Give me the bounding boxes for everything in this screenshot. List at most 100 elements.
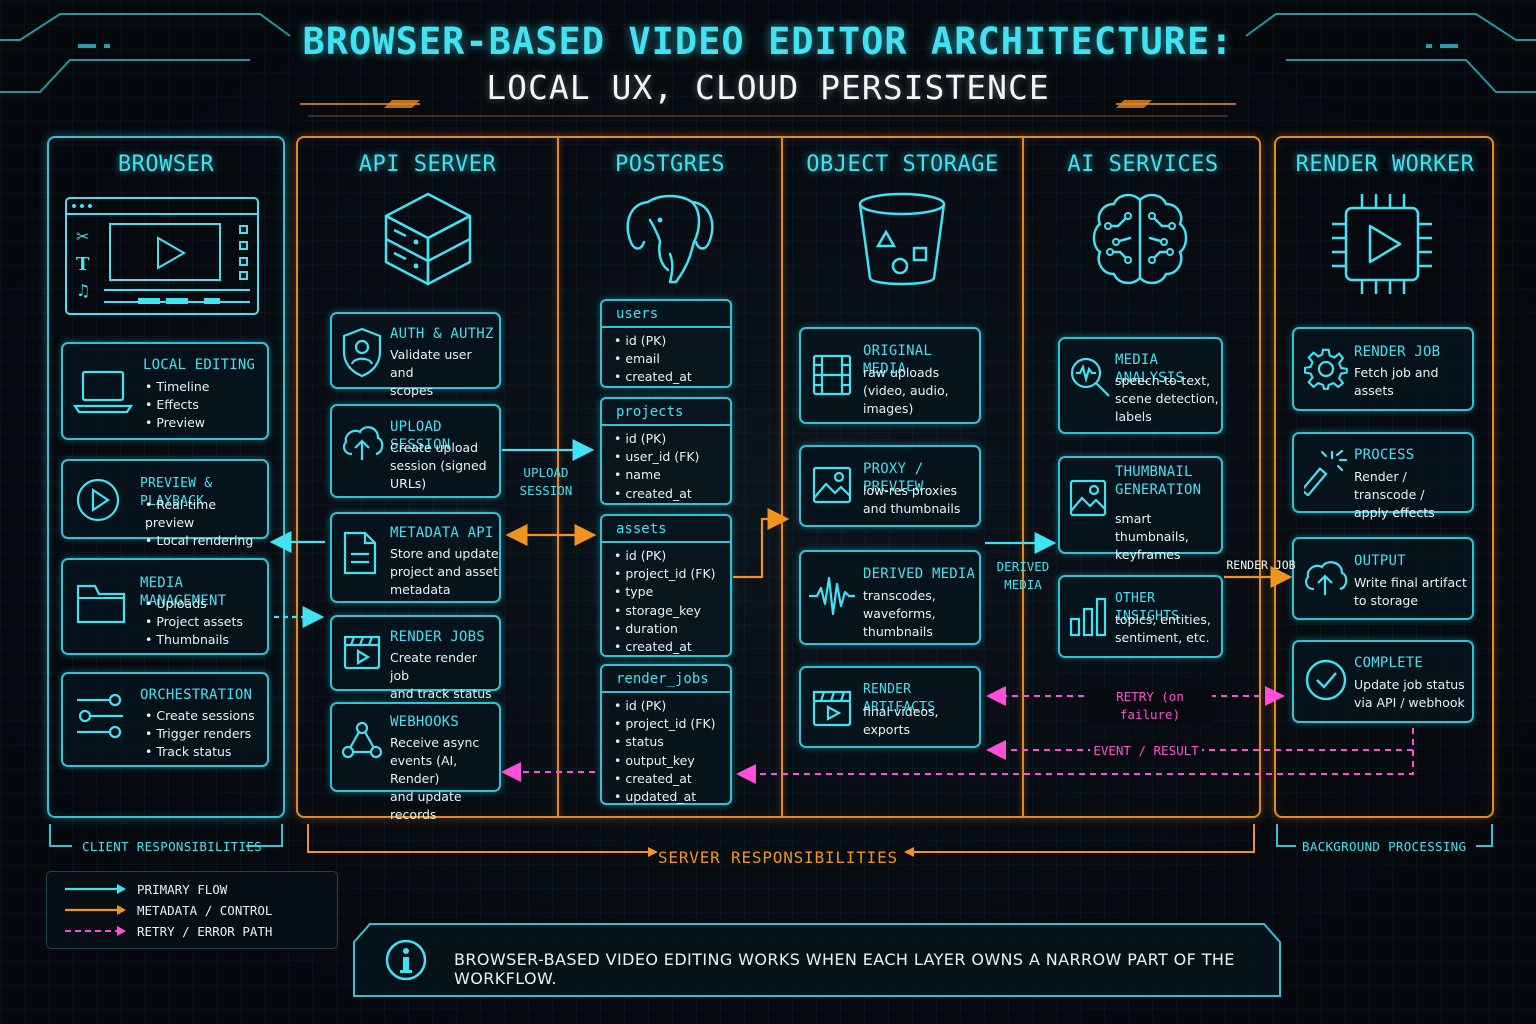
card-title: RENDER JOBS [390, 629, 485, 645]
card-description: topics, entities, sentiment, etc. [1115, 612, 1211, 645]
render-worker-column [1274, 136, 1494, 818]
image-icon [812, 466, 852, 504]
table-users: users id (PK) email created_at [600, 299, 732, 388]
browser-column [47, 136, 285, 818]
card-proxy-preview: PROXY / PREVIEW low-res proxies and thum… [799, 445, 981, 527]
card-description: raw uploads (video, audio, images) [863, 365, 949, 416]
column-title-object-storage: OBJECT STORAGE [806, 152, 999, 177]
card-metadata-api: METADATA API Store and update project an… [330, 512, 501, 603]
card-title: RENDER JOB [1354, 344, 1441, 360]
card-description: Fetch job and assets [1354, 365, 1439, 398]
folder-icon [76, 584, 126, 624]
flow-label-upload-session: UPLOAD SESSION [519, 465, 573, 498]
card-process: PROCESS Render / transcode / apply effec… [1292, 432, 1474, 520]
table-field: storage_key [614, 602, 730, 620]
card-description: low-res proxies and thumbnails [863, 483, 961, 516]
card-webhooks: WEBHOOKS Receive async events (AI, Rende… [330, 702, 501, 822]
card-title: WEBHOOKS [390, 714, 460, 730]
table-field: id (PK) [614, 430, 730, 448]
title-line-1: BROWSER-BASED VIDEO EDITOR ARCHITECTURE: [302, 20, 1234, 63]
table-field: created_at [614, 770, 730, 788]
card-description: • Timeline • Effects • Preview [145, 379, 210, 430]
magic-wand-icon [1304, 449, 1348, 496]
card-auth-authz: AUTH & AUTHZ Validate user and scopes [330, 312, 501, 398]
table-field: type [614, 583, 730, 601]
card-title: RENDER ARTIFACTS [863, 682, 936, 715]
card-description: • Real-time preview • Local rendering [145, 497, 254, 548]
play-circle-icon [76, 478, 120, 522]
card-derived-media: DERIVED MEDIA transcodes, waveforms, thu… [799, 550, 981, 645]
table-field: name [614, 466, 730, 484]
card-media-analysis: MEDIA ANALYSIS speech-to-text, scene det… [1058, 337, 1223, 434]
table-name: render_jobs [602, 666, 730, 693]
card-title: MEDIA MANAGEMENT [140, 575, 227, 609]
legend-swatch-primary [65, 884, 126, 894]
card-other-insights: OTHER INSIGHTS topics, entities, sentime… [1058, 575, 1223, 658]
shield-user-icon [342, 327, 382, 378]
table-assets: assets id (PK) project_id (FK) type stor… [600, 514, 732, 657]
legend-primary-flow: PRIMARY FLOW [63, 880, 227, 898]
legend-swatch-metadata [65, 905, 126, 915]
info-icon [385, 939, 427, 981]
card-title: PROXY / PREVIEW [863, 461, 924, 495]
svg-text:♫: ♫ [76, 281, 90, 300]
legend-label: PRIMARY FLOW [137, 881, 228, 897]
card-title: OTHER INSIGHTS [1115, 591, 1180, 624]
flow-label-event-result: EVENT / RESULT [1090, 742, 1202, 760]
magnifier-waveform-icon [1070, 357, 1110, 397]
card-description: Update job status via API / webhook [1354, 677, 1465, 710]
flow-label-derived-media: DERIVED MEDIA [996, 559, 1050, 592]
bar-chart-icon [1069, 597, 1107, 637]
column-title-browser: BROWSER [117, 152, 215, 177]
svg-text:T: T [76, 254, 90, 275]
table-field: created_at [614, 368, 730, 386]
cloud-upload-icon [342, 426, 384, 460]
card-orchestration: ORCHESTRATION • Create sessions • Trigge… [61, 672, 269, 767]
table-field: email [614, 350, 730, 368]
card-title: PROCESS [1354, 447, 1415, 463]
card-description: speech-to-text, scene detection, labels [1115, 373, 1219, 424]
card-description: final videos, exports [863, 704, 939, 737]
waveform-icon [809, 576, 855, 616]
film-strip-icon [812, 354, 852, 396]
checkmark-circle-icon [1305, 659, 1347, 701]
card-description: Render / transcode / apply effects [1354, 469, 1435, 520]
info-banner: BROWSER-BASED VIDEO EDITING WORKS WHEN E… [352, 922, 1282, 998]
server-cube-icon [384, 192, 472, 286]
render-chip-icon [1332, 194, 1432, 294]
card-description: Store and update project and asset metad… [390, 546, 499, 597]
cloud-upload-icon [1304, 561, 1348, 595]
card-title: LOCAL EDITING [143, 357, 256, 373]
card-title: COMPLETE [1354, 655, 1424, 671]
card-title: OUTPUT [1354, 553, 1406, 569]
brain-circuit-icon [1092, 193, 1188, 285]
table-projects: projects id (PK) user_id (FK) name creat… [600, 397, 732, 505]
card-thumbnail-generation: THUMBNAIL GENERATION smart thumbnails, k… [1058, 456, 1223, 562]
legend-label: METADATA / CONTROL [137, 902, 273, 918]
footer-background-processing: BACKGROUND PROCESSING [1302, 839, 1467, 854]
image-icon [1069, 479, 1107, 517]
card-title: MEDIA ANALYSIS [1115, 352, 1185, 386]
card-complete: COMPLETE Update job status via API / web… [1292, 640, 1474, 723]
svg-text:✂: ✂ [76, 227, 89, 246]
webhook-icon [341, 721, 383, 759]
table-name: users [602, 301, 730, 328]
document-icon [343, 531, 377, 575]
table-field: project_id (FK) [614, 565, 730, 583]
sliders-icon [77, 693, 123, 739]
card-title: UPLOAD SESSION [390, 419, 451, 453]
table-field: duration [614, 620, 730, 638]
table-name: projects [602, 399, 730, 426]
laptop-icon [73, 370, 133, 414]
info-banner-frame [353, 923, 1281, 997]
clapperboard-icon [812, 690, 852, 727]
flow-label-render-job: RENDER JOB [1226, 558, 1296, 572]
card-render-artifacts: RENDER ARTIFACTS final videos, exports [799, 666, 981, 748]
flow-label-retry: RETRY (on failure) [1088, 688, 1212, 724]
table-render-jobs: render_jobs id (PK) project_id (FK) stat… [600, 664, 732, 805]
table-field: created_at [614, 638, 730, 656]
column-title-api-server: API SERVER [358, 152, 497, 177]
card-description: smart thumbnails, keyframes [1115, 511, 1189, 562]
table-field: status [614, 733, 730, 751]
card-title: THUMBNAIL GENERATION [1115, 464, 1202, 498]
